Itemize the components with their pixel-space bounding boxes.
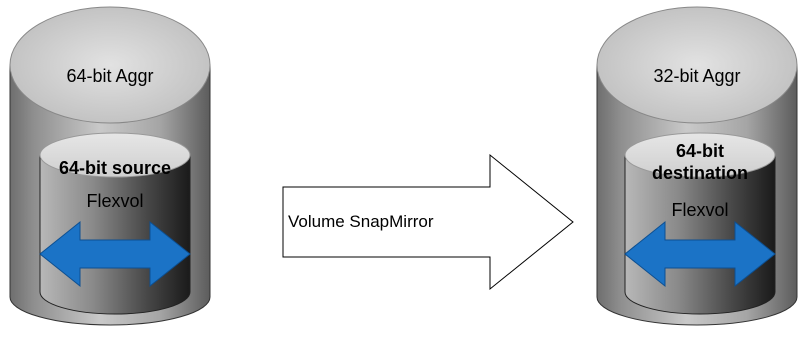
- source-double-arrow-icon: [39, 220, 191, 288]
- source-aggregate-top: [9, 6, 211, 124]
- destination-double-arrow-icon: [624, 220, 776, 288]
- source-aggregate-label: 64-bit Aggr: [66, 66, 154, 86]
- destination-volume-top: [624, 132, 776, 178]
- destination-aggregate-label: 32-bit Aggr: [653, 66, 741, 86]
- destination-volume-label-line2: destination: [651, 163, 748, 183]
- destination-volume-type: Flexvol: [671, 200, 729, 220]
- destination-aggregate-top: [596, 6, 798, 124]
- snapmirror-label: Volume SnapMirror: [288, 212, 434, 231]
- destination-volume-label-line1: 64-bit: [675, 141, 724, 161]
- source-volume-top: [39, 132, 191, 178]
- source-volume-type: Flexvol: [86, 191, 144, 211]
- source-volume-label: 64-bit source: [58, 158, 172, 178]
- snapmirror-arrow-icon: [282, 153, 574, 291]
